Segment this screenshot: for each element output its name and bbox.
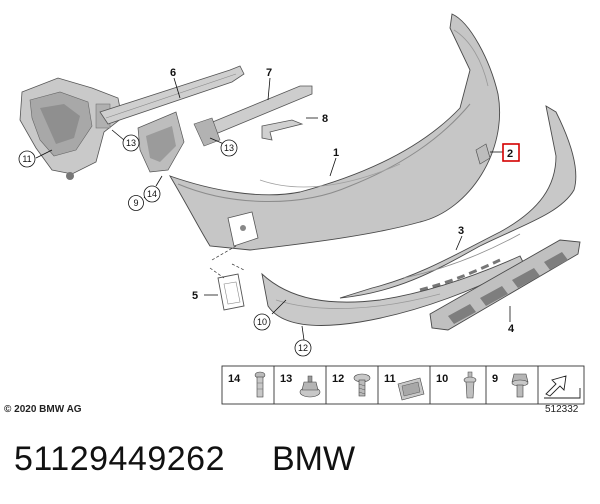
reflector-holder [217, 273, 245, 311]
callout-3: 3 [458, 225, 464, 237]
callout-2-highlighted[interactable]: 2 [502, 143, 520, 162]
legend-number-11: 11 [384, 373, 396, 385]
callout-14: 14 [143, 185, 161, 203]
brand-name: BMW [272, 440, 356, 478]
callout-10: 10 [253, 313, 271, 331]
callout-12: 12 [294, 339, 312, 357]
callout-9: 9 [128, 195, 144, 211]
left-bracket-assembly [19, 77, 123, 180]
callout-1: 1 [333, 147, 339, 159]
svg-text:13: 13 [126, 138, 136, 148]
hex-nut-icon [299, 375, 321, 398]
callout-7: 7 [266, 67, 272, 79]
grille-insert [429, 239, 581, 331]
legend-number-10: 10 [436, 373, 448, 385]
callout-8: 8 [322, 113, 328, 125]
screw-with-washer-icon [353, 373, 371, 397]
part-number: 51129449262 [14, 440, 225, 478]
copyright-text: © 2020 BMW AG [4, 404, 82, 415]
fastener-legend: 14 13 12 11 10 [221, 365, 585, 405]
legend-number-13: 13 [280, 373, 292, 385]
push-clip-icon [254, 371, 266, 398]
bumper-trim-panel [168, 13, 500, 251]
svg-text:13: 13 [224, 143, 234, 153]
arrow-icon [544, 375, 581, 399]
callout-11: 11 [18, 150, 36, 168]
callout-13a: 13 [122, 134, 140, 152]
callout-13b: 13 [220, 139, 238, 157]
connection-lines [209, 245, 245, 279]
diagram-id: 512332 [545, 404, 579, 415]
expanding-rivet-icon [463, 371, 477, 399]
upper-guide-rail [99, 65, 245, 173]
sheet-metal-nut-icon [397, 377, 425, 401]
legend-number-9: 9 [492, 373, 498, 385]
svg-text:2: 2 [507, 148, 513, 160]
legend-number-12: 12 [332, 373, 344, 385]
bracket-8 [261, 119, 304, 141]
callout-5: 5 [192, 290, 198, 302]
svg-text:11: 11 [22, 154, 31, 164]
guide-rail-7 [193, 85, 313, 147]
legend-number-14: 14 [228, 373, 241, 385]
hex-bolt-icon [511, 373, 529, 398]
side-trim-right [339, 105, 577, 299]
svg-text:10: 10 [257, 317, 267, 327]
svg-text:14: 14 [147, 189, 157, 199]
svg-text:9: 9 [133, 198, 138, 208]
svg-text:12: 12 [298, 343, 308, 353]
small-clip-part [475, 143, 491, 165]
callout-6: 6 [170, 67, 176, 79]
callout-4: 4 [508, 323, 515, 335]
